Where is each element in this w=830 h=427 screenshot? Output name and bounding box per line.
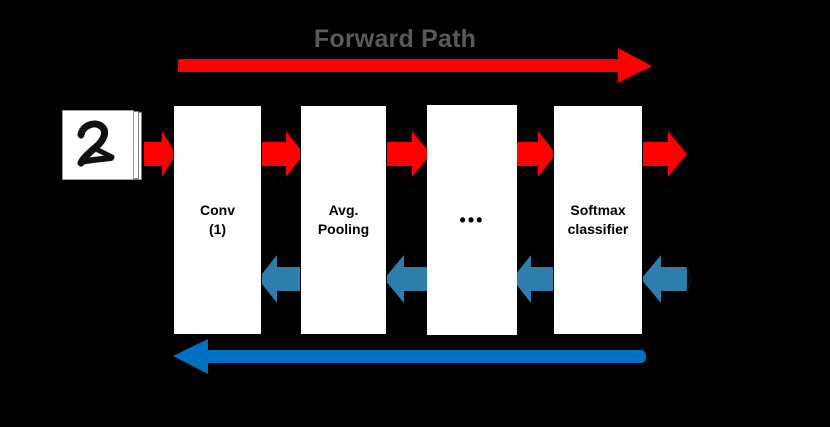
arrow-avgpool-to-conv-icon [258,255,302,303]
arrow-input-to-conv-icon [144,131,176,177]
layer-box-hidden-placeholder[interactable]: ••• [427,105,517,335]
input-image-card [62,110,148,184]
layer-box-conv1[interactable]: Conv (1) [173,105,262,335]
layer-label-softmax: Softmax classifier [567,202,629,237]
arrow-avgpool-to-hidden-icon [387,131,431,177]
arrow-output-to-softmax-icon [641,255,691,303]
layer-label-ellipsis: ••• [459,210,485,230]
layer-box-softmax[interactable]: Softmax classifier [553,105,643,335]
arrow-conv-to-avgpool-icon [262,131,304,177]
mnist-digit-image [62,110,134,180]
arrow-softmax-to-output-icon [643,131,687,177]
arrow-softmax-to-hidden-icon [512,255,556,303]
arrow-hidden-to-avgpool-icon [384,255,430,303]
layer-box-avgpool[interactable]: Avg. Pooling [300,105,387,335]
forward-path-title: Forward Path [313,25,477,53]
layer-label-avgpool: Avg. Pooling [317,202,370,237]
arrow-hidden-to-softmax-icon [514,131,556,177]
layer-label-conv1: Conv (1) [200,202,235,237]
